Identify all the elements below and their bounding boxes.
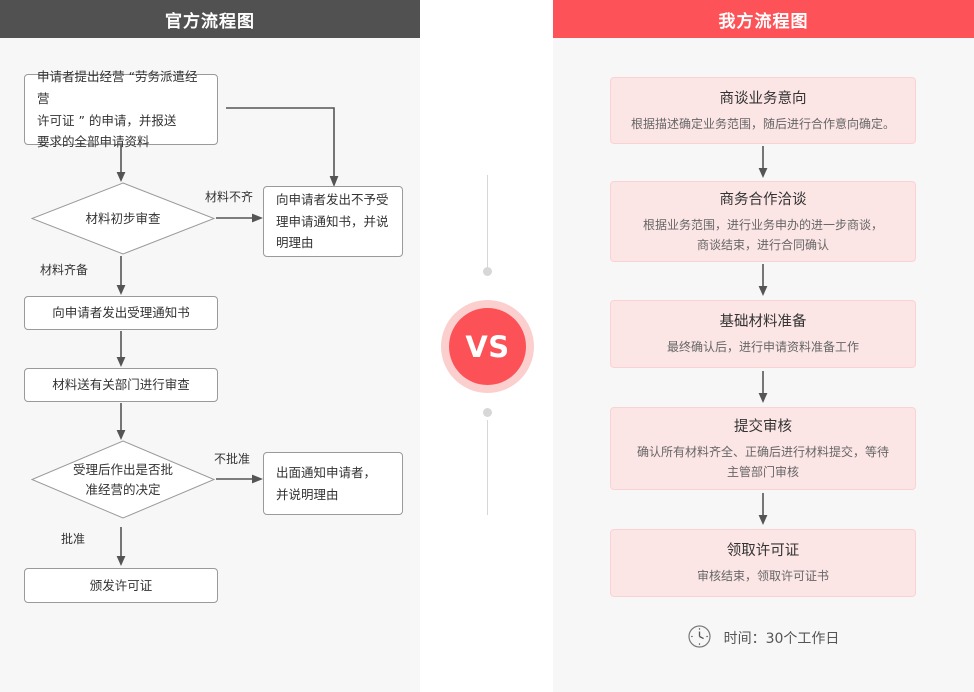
- flow-node-rejection-notice: 向申请者发出不予受 理申请通知书，并说 明理由: [263, 186, 403, 257]
- flow-node-acceptance-notice: 向申请者发出受理通知书: [24, 296, 218, 330]
- our-step-3-desc: 最终确认后，进行申请资料准备工作: [666, 340, 859, 355]
- flow-node-rejection-notice-text: 向申请者发出不予受 理申请通知书，并说 明理由: [276, 191, 389, 251]
- connector-step2-to-step3: [757, 264, 769, 301]
- flow-node-issue-license: 颁发许可证: [24, 568, 218, 603]
- flow-decision-initial-review-text: 材料初步审查: [85, 210, 161, 226]
- connector-n1-to-review: [115, 145, 127, 183]
- our-step-1-title: 商谈业务意向: [719, 90, 807, 107]
- connector-decision-to-issue-license: [115, 527, 127, 567]
- vs-badge: VS: [441, 300, 534, 393]
- our-step-4-desc: 确认所有材料齐全、正确后进行材料提交，等待 主管部门审核: [636, 445, 889, 479]
- vs-line-bottom: [487, 420, 488, 515]
- our-step-2: 商务合作洽谈 根据业务范围，进行业务申办的进一步商谈， 商谈结束，进行合同确认: [610, 181, 916, 262]
- connector-review-to-rejection: [216, 211, 264, 225]
- official-panel-header: 官方流程图: [0, 0, 420, 38]
- edge-label-approved: 批准: [61, 532, 86, 546]
- our-step-2-title: 商务合作洽谈: [719, 192, 807, 209]
- connector-n1-to-rejection-notice: [226, 101, 346, 189]
- our-step-5-desc: 审核结束，领取许可证书: [696, 569, 829, 584]
- flow-node-rejection-notify-applicant-text: 出面通知申请者， 并说明理由: [276, 464, 377, 502]
- clock-icon: [687, 624, 712, 653]
- our-step-5-title: 领取许可证: [726, 543, 800, 560]
- official-panel-title: 官方流程图: [165, 11, 255, 32]
- our-step-1: 商谈业务意向 根据描述确定业务范围，随后进行合作意向确定。: [610, 77, 916, 144]
- flow-node-department-review: 材料送有关部门进行审查: [24, 368, 218, 402]
- vs-line-top: [487, 175, 488, 270]
- our-step-4-title: 提交审核: [734, 419, 792, 436]
- our-panel-header: 我方流程图: [553, 0, 974, 38]
- our-step-3: 基础材料准备 最终确认后，进行申请资料准备工作: [610, 300, 916, 368]
- connector-review-to-acceptance: [115, 256, 127, 296]
- edge-label-materials-incomplete: 材料不齐: [205, 190, 254, 204]
- connector-acceptance-to-department-review: [115, 331, 127, 368]
- connector-department-review-to-decision: [115, 403, 127, 441]
- connector-decision-to-rejection-notify: [216, 472, 264, 486]
- flow-node-rejection-notify-applicant: 出面通知申请者， 并说明理由: [263, 452, 403, 515]
- flow-node-application-submit: 申请者提出经营 “劳务派遣经营 许可证 ” 的申请，并报送 要求的全部申请资料: [24, 69, 218, 149]
- flow-decision-approval-text: 受理后作出是否批 准经营的决定: [72, 461, 173, 497]
- official-process-panel: 官方流程图 申请者提出经营 “劳务派遣经营 许可证 ” 的申请，并报送 要求的全…: [0, 0, 420, 692]
- flow-node-application-submit-text: 申请者提出经营 “劳务派遣经营 许可证 ” 的申请，并报送 要求的全部申请资料: [37, 68, 198, 150]
- our-step-5: 领取许可证 审核结束，领取许可证书: [610, 529, 916, 597]
- flow-node-issue-license-text: 颁发许可证: [89, 577, 153, 593]
- connector-step1-to-step2: [757, 146, 769, 183]
- vs-badge-label: VS: [449, 308, 526, 385]
- processing-time-text: 时间：30个工作日: [723, 631, 840, 647]
- connector-step4-to-step5: [757, 493, 769, 530]
- vs-dot-bottom: [483, 408, 492, 417]
- processing-time-row: 时间：30个工作日: [610, 622, 916, 654]
- edge-label-not-approved: 不批准: [214, 452, 251, 466]
- flow-decision-approval: 受理后作出是否批 准经营的决定: [31, 440, 215, 519]
- flow-decision-initial-review: 材料初步审查: [31, 182, 215, 255]
- our-panel-title: 我方流程图: [718, 11, 809, 32]
- our-step-2-desc: 根据业务范围，进行业务申办的进一步商谈， 商谈结束，进行合同确认: [642, 218, 883, 252]
- flow-node-department-review-text: 材料送有关部门进行审查: [52, 377, 190, 393]
- vs-dot-top: [483, 267, 492, 276]
- our-step-3-title: 基础材料准备: [719, 314, 807, 331]
- flow-node-acceptance-notice-text: 向申请者发出受理通知书: [52, 305, 190, 321]
- our-step-4: 提交审核 确认所有材料齐全、正确后进行材料提交，等待 主管部门审核: [610, 407, 916, 490]
- edge-label-materials-complete: 材料齐备: [40, 263, 89, 277]
- our-step-1-desc: 根据描述确定业务范围，随后进行合作意向确定。: [630, 116, 895, 131]
- connector-step3-to-step4: [757, 371, 769, 408]
